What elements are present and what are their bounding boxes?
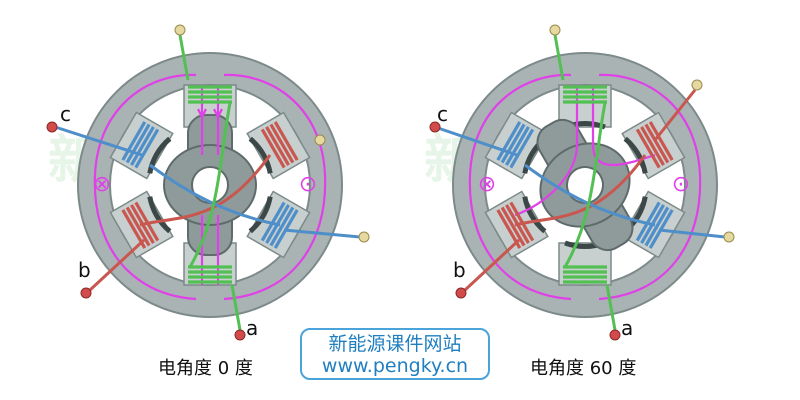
current-into-page-marker-right: ⊗ (478, 172, 496, 197)
caption-right: 电角度 60 度 (530, 358, 637, 379)
label-c-right: c (437, 102, 448, 126)
terminal-b-right (455, 287, 467, 299)
terminal-right-lower-left (358, 231, 370, 243)
terminal-top-left (174, 24, 186, 36)
brand-box: 新能源课件网站 www.pengky.cn (300, 328, 490, 380)
phase-c-coils-right (434, 120, 726, 250)
terminal-a-left (234, 329, 246, 341)
terminal-right-lower-right (723, 231, 735, 243)
terminal-right-upper-right (691, 79, 703, 91)
label-a-left: a (246, 316, 258, 340)
brand-url: www.pengky.cn (321, 355, 469, 377)
terminal-c-left (46, 121, 58, 133)
phase-b-coils-left (88, 120, 299, 292)
current-out-of-page-marker-right: ⊙ (672, 172, 690, 197)
label-a-right: a (621, 316, 633, 340)
terminal-c-right (429, 121, 441, 133)
motor-right: ⊗ ⊙ c b a (429, 24, 735, 341)
label-c-left: c (60, 102, 71, 126)
phase-a-coils-right (553, 34, 617, 331)
label-b-left: b (78, 258, 91, 282)
terminal-right-upper-left (314, 134, 326, 146)
phase-b-coils-right (463, 89, 697, 292)
terminal-a-right (609, 329, 621, 341)
flux-path-left (93, 73, 327, 301)
caption-left: 电角度 0 度 (158, 358, 253, 379)
motor-left: ⊗ ⊙ c b a (46, 24, 370, 341)
current-out-of-page-marker-left: ⊙ (299, 172, 317, 197)
current-into-page-marker-left: ⊗ (93, 172, 111, 197)
terminal-top-right (549, 24, 561, 36)
flux-path-right (468, 73, 702, 301)
label-b-right: b (453, 258, 466, 282)
phase-c-coils-left (54, 120, 361, 250)
terminal-b-left (80, 287, 92, 299)
phase-a-coils-left (178, 34, 242, 331)
brand-name: 新能源课件网站 (328, 333, 462, 355)
